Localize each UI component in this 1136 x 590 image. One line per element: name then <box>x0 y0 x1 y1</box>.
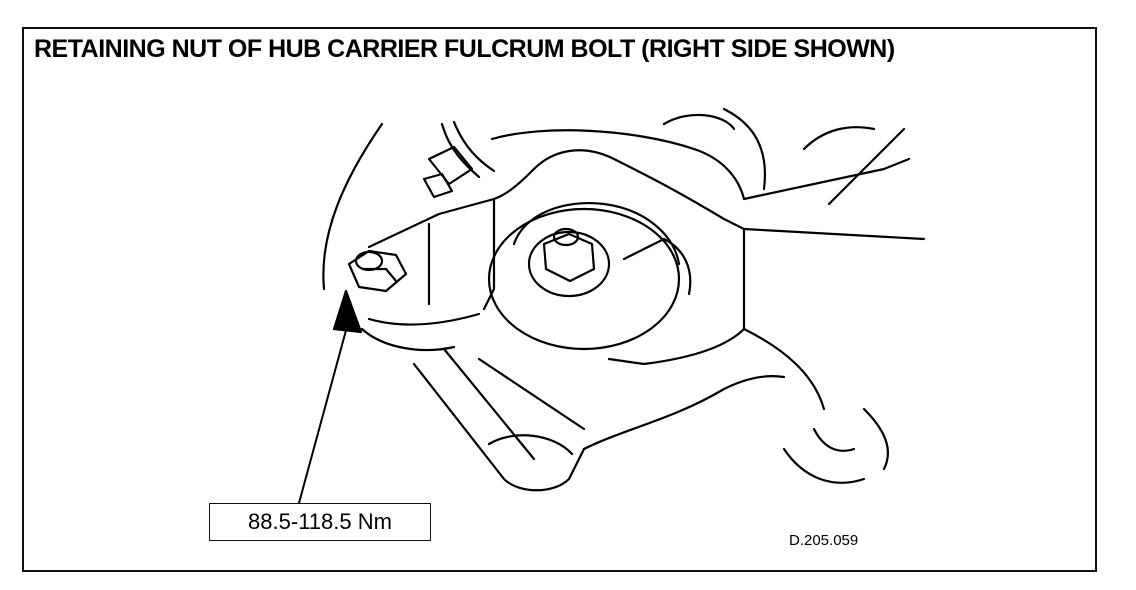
arm-edge <box>742 227 926 241</box>
lower-curve-right-2 <box>812 427 856 452</box>
bolt-boss-rim <box>512 202 681 266</box>
lower-sleeve-line-2 <box>477 357 586 431</box>
retaining-nut-facet <box>362 267 398 283</box>
leader-line <box>298 322 349 504</box>
bracket-line-a <box>440 122 481 179</box>
body-edge-left <box>322 122 384 291</box>
lower-curve-right <box>782 447 866 484</box>
lower-sleeve-line <box>442 347 536 461</box>
bolt-shank <box>622 237 692 296</box>
leader-arrowhead <box>332 289 363 334</box>
fulcrum-nut <box>542 232 596 283</box>
torque-label: 88.5-118.5 Nm <box>209 503 431 541</box>
housing-bottom-lip-2 <box>360 327 456 352</box>
washer <box>527 230 611 298</box>
upper-arm-edge <box>802 126 876 151</box>
lower-sleeve <box>412 362 586 492</box>
bracket-line-b <box>452 120 496 173</box>
upper-arm-edge-2 <box>827 127 906 206</box>
bolt-thread-end <box>552 227 580 247</box>
housing-bottom-lip <box>367 312 481 326</box>
figure-title: RETAINING NUT OF HUB CARRIER FULCRUM BOL… <box>34 35 895 63</box>
clip-tab <box>422 172 454 199</box>
retaining-bolt-end <box>354 250 384 272</box>
knuckle-rib-2 <box>722 107 766 191</box>
knuckle-top-edge <box>490 129 911 201</box>
bolt-boss-outer <box>487 207 681 351</box>
reference-code: D.205.059 <box>789 532 859 549</box>
hub-carrier-illustration <box>298 107 926 504</box>
lower-curve-right-3 <box>862 407 889 471</box>
knuckle-rib <box>662 113 736 131</box>
lower-arm-edge <box>582 375 786 451</box>
figure-frame: RETAINING NUT OF HUB CARRIER FULCRUM BOL… <box>22 27 1097 572</box>
lower-body-edge <box>742 327 826 411</box>
sleeve-end <box>487 434 574 456</box>
housing-face-line <box>482 197 496 311</box>
housing-outline <box>367 149 746 366</box>
